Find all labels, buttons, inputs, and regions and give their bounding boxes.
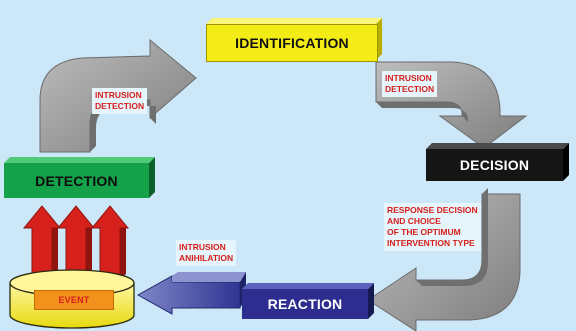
up-arrows-event-to-detection	[22, 205, 130, 279]
note-line: INTRUSION	[179, 242, 226, 252]
box-depth-faces	[4, 18, 569, 319]
reaction-box: REACTION	[242, 289, 368, 319]
note-line: AND CHOICE	[387, 216, 441, 226]
event-label-box: EVENT	[34, 290, 114, 310]
note-line: INTRUSION	[95, 90, 142, 100]
reaction-label: REACTION	[267, 296, 343, 312]
note-intrusion-anihilation: INTRUSION ANIHILATION	[176, 240, 237, 266]
note-response-decision: RESPONSE DECISION AND CHOICE OF THE OPTI…	[384, 203, 481, 251]
note-line: INTERVENTION TYPE	[387, 238, 475, 248]
identification-label: IDENTIFICATION	[235, 35, 349, 51]
detection-box: DETECTION	[4, 163, 149, 198]
event-label: EVENT	[58, 295, 90, 305]
note-intrusion-detection-left: INTRUSION DETECTION	[92, 88, 148, 114]
note-line: RESPONSE DECISION	[387, 205, 478, 215]
decision-label: DECISION	[459, 157, 530, 173]
curved-arrow-detection-shadow	[90, 100, 156, 152]
detection-label: DETECTION	[35, 172, 118, 189]
note-line: OF THE OPTIMUM	[387, 227, 461, 237]
curved-arrow-identification-shadow	[376, 102, 468, 122]
decision-box: DECISION	[426, 149, 563, 181]
note-line: DETECTION	[385, 84, 435, 94]
curved-arrow-decision-shadow	[416, 188, 488, 286]
note-line: INTRUSION	[385, 73, 432, 83]
note-intrusion-detection-right: INTRUSION DETECTION	[382, 71, 438, 97]
note-line: DETECTION	[95, 101, 145, 111]
note-line: ANIHILATION	[179, 253, 234, 263]
left-arrow-top-face	[172, 272, 246, 282]
identification-box: IDENTIFICATION	[206, 24, 378, 62]
